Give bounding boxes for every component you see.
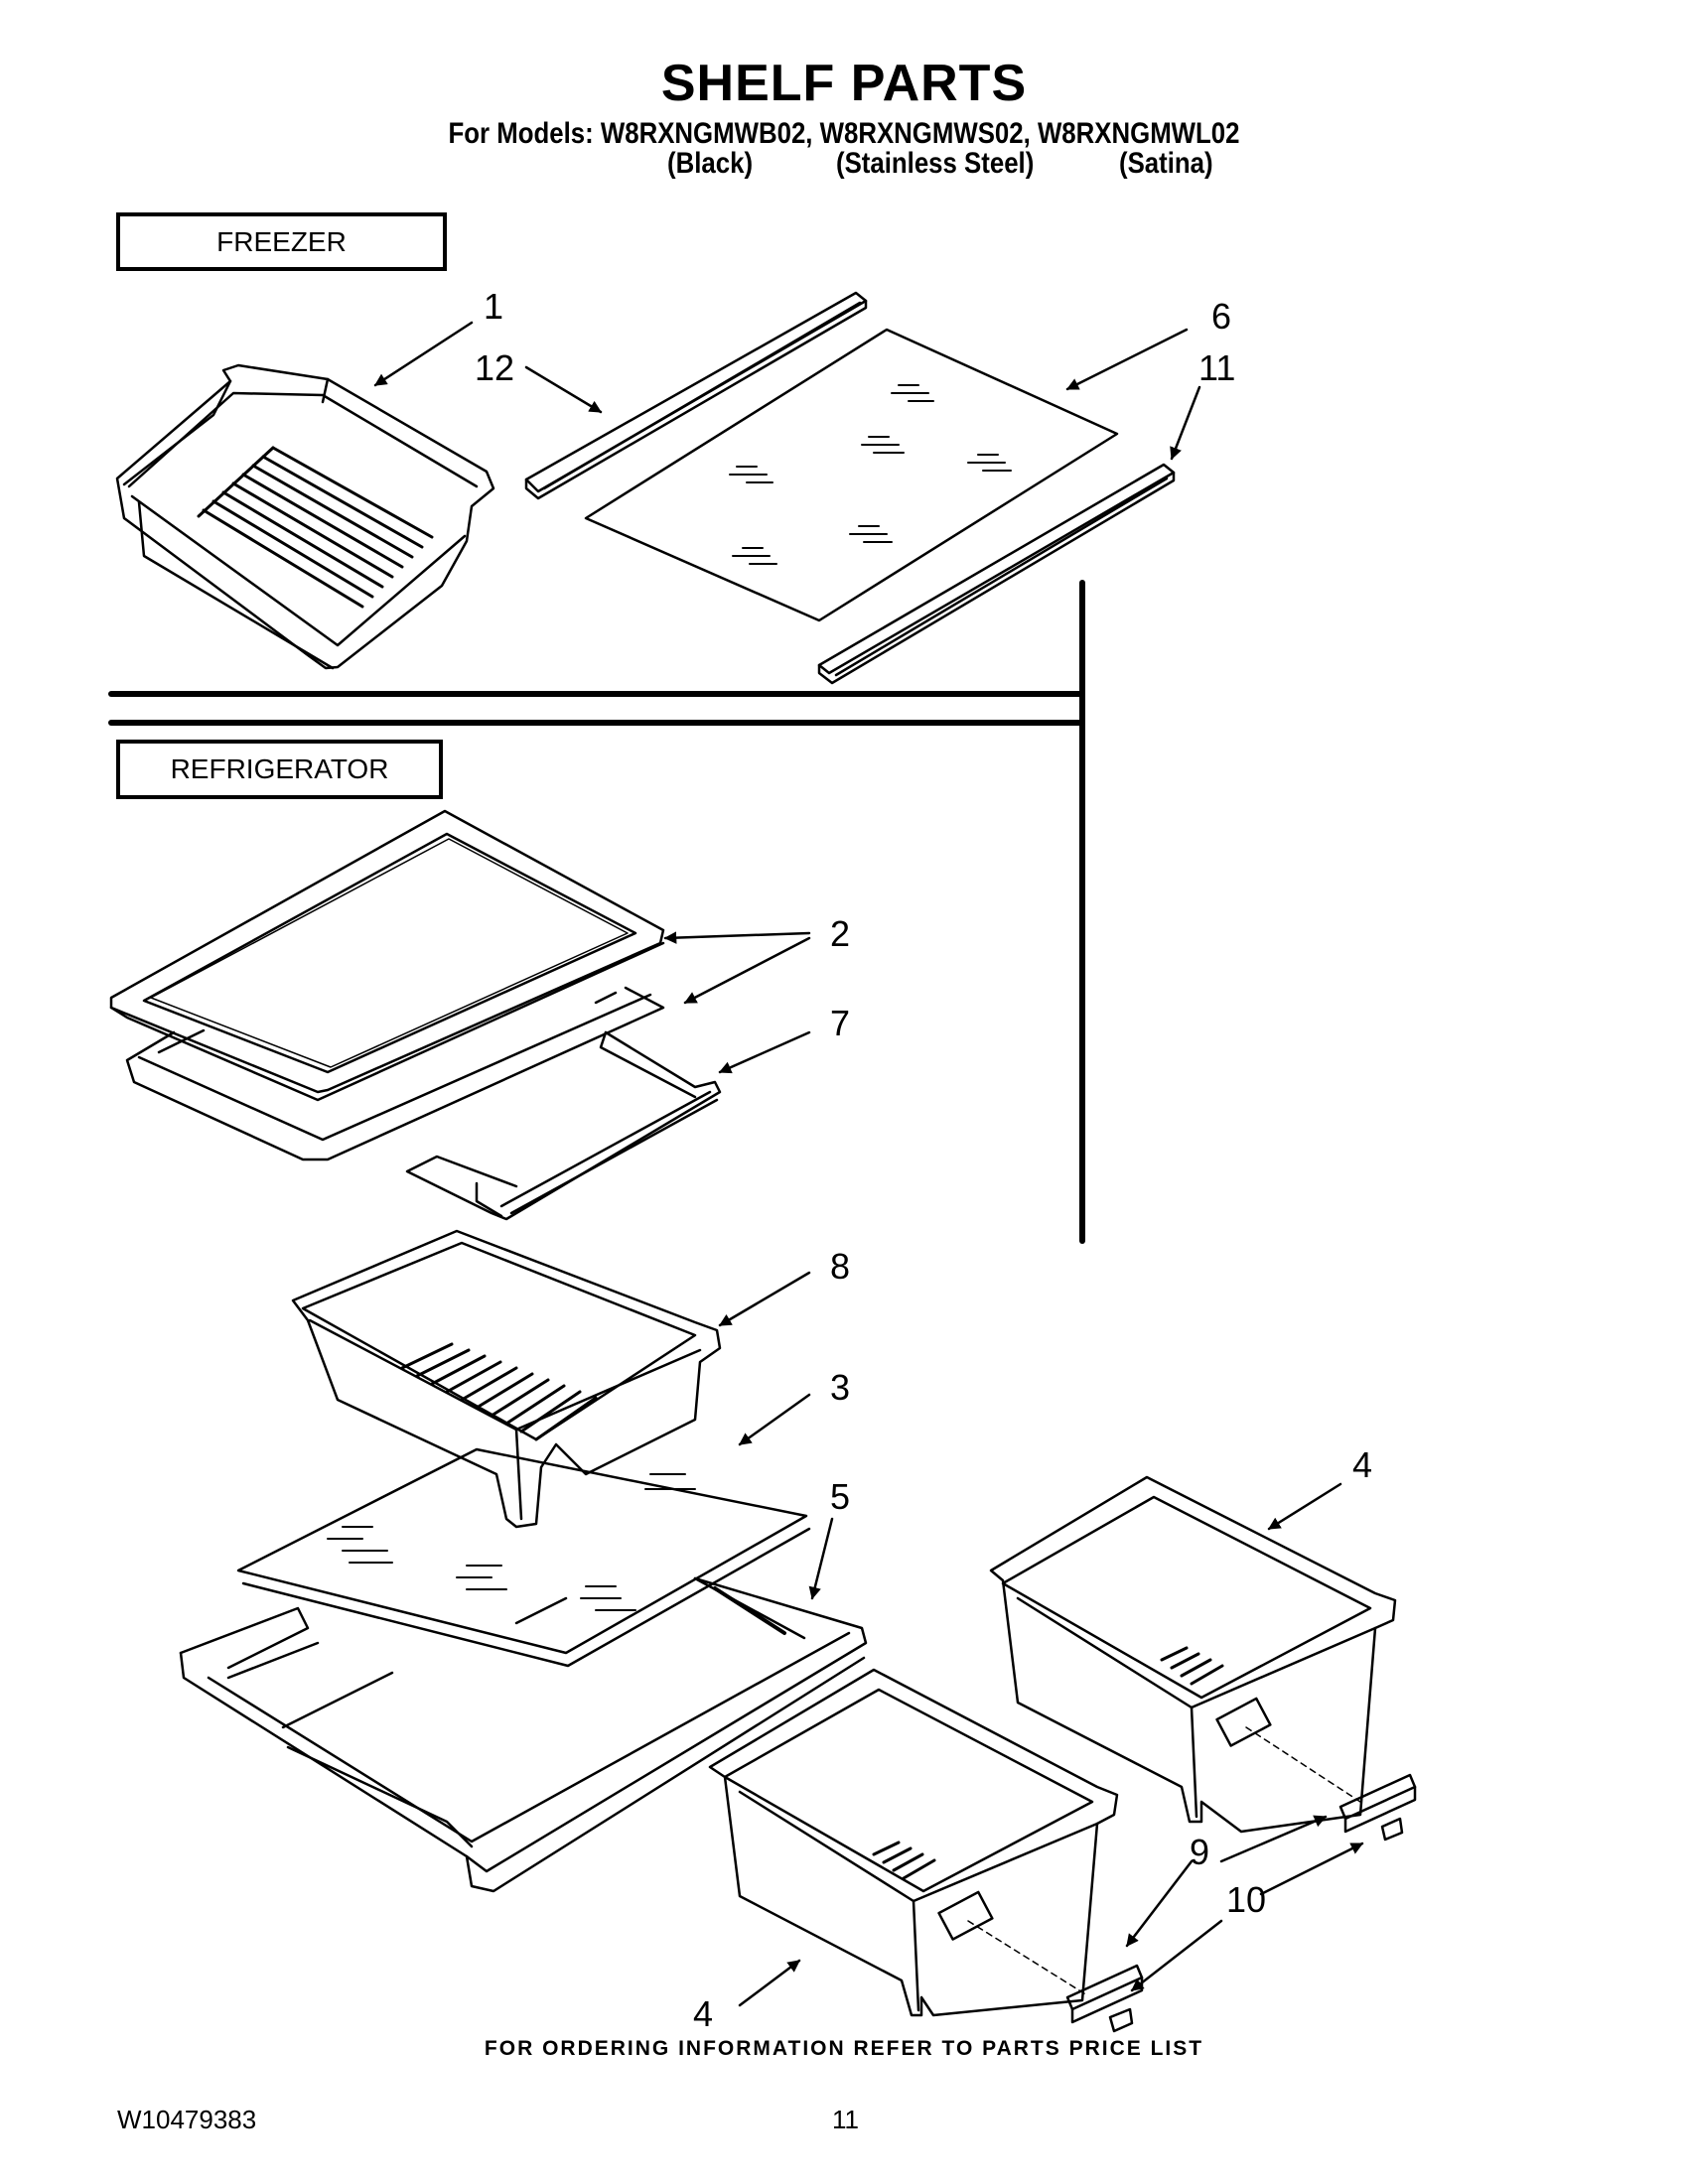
callout-3: 3: [830, 1367, 851, 1408]
page-number: 11: [832, 2105, 859, 2134]
callout-1: 1: [484, 286, 504, 327]
section-dividers: [108, 580, 1085, 1244]
part-4-crisper-bin-left: [708, 1668, 1119, 2017]
callout-7: 7: [830, 1003, 851, 1043]
part-7-cover-support: [405, 1030, 722, 1221]
page-title: SHELF PARTS: [660, 55, 1028, 112]
part-2-shelf-frame: [109, 809, 665, 1161]
models-line: For Models: W8RXNGMWB02, W8RXNGMWS02, W8…: [448, 117, 1240, 150]
part-3-glass-shelf: [236, 1447, 811, 1668]
basket-grid: [197, 446, 434, 609]
callout-10: 10: [1226, 1879, 1267, 1920]
part-8-pan: [291, 1229, 722, 1529]
callout-11: 11: [1198, 347, 1236, 388]
callout-4-right: 4: [1352, 1444, 1373, 1485]
variant-satina: (Satina): [1119, 147, 1213, 180]
ordering-note: FOR ORDERING INFORMATION REFER TO PARTS …: [484, 2037, 1204, 2060]
part-4-crisper-bin-right: [989, 1475, 1397, 1834]
callout-12: 12: [475, 347, 515, 388]
callout-9: 9: [1190, 1832, 1210, 1872]
part-11-rail: [817, 463, 1176, 685]
refrigerator-section-label: REFRIGERATOR: [116, 740, 443, 799]
variant-stainless: (Stainless Steel): [836, 147, 1035, 180]
callout-6: 6: [1211, 296, 1232, 337]
document-number: W10479383: [117, 2105, 257, 2134]
part-1-freezer-basket: [115, 363, 495, 670]
variant-black: (Black): [667, 147, 754, 180]
leader-arrows: [373, 321, 1364, 2007]
parts-9-10-clips: [967, 1726, 1417, 2033]
callout-2: 2: [830, 913, 851, 954]
part-12-rail: [524, 291, 868, 500]
callout-5: 5: [830, 1476, 851, 1517]
callout-8: 8: [830, 1246, 851, 1287]
freezer-section-label: FREEZER: [116, 212, 447, 271]
callout-4-left: 4: [693, 1993, 714, 2034]
part-5-shelf-frame: [179, 1576, 868, 1893]
part-6-glass-shelf: [584, 328, 1119, 622]
